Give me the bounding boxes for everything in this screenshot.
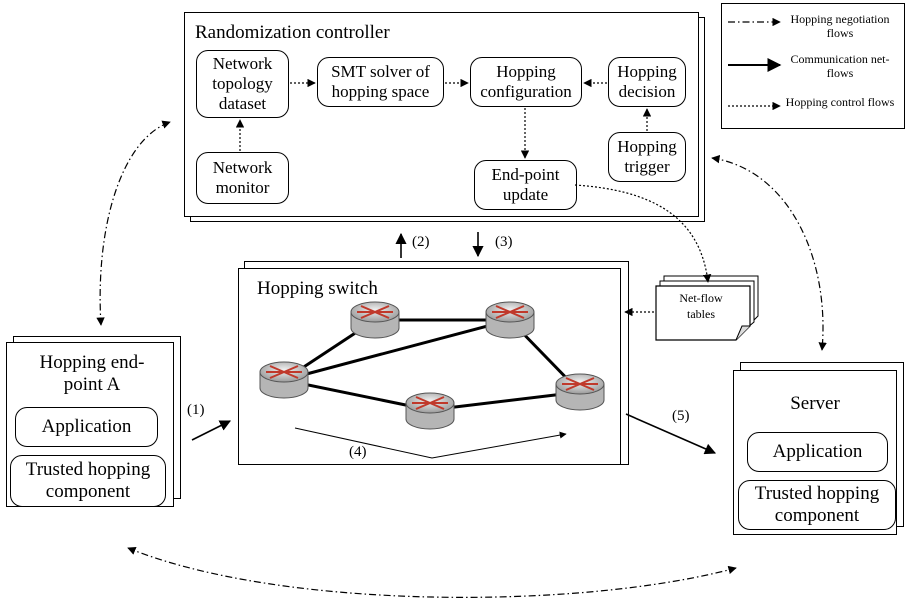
endpoint-a-application-box: Application [15, 407, 158, 447]
server-application-box: Application [747, 432, 888, 472]
step-5-label: (5) [672, 408, 690, 424]
step-5-arrow [625, 413, 717, 455]
controller-title: Randomization controller [195, 22, 390, 43]
hopping-decision-box: Hopping decision [608, 57, 686, 107]
router-icon [350, 301, 400, 339]
step-2-label: (2) [412, 234, 430, 250]
network-monitor-box: Network monitor [196, 152, 289, 204]
switch-title: Hopping switch [257, 278, 378, 299]
legend-control-label: Hopping control flows [785, 95, 895, 109]
network-topology-dataset-box: Network topology dataset [196, 50, 289, 118]
legend-negotiation-label: Hopping negotiation flows [790, 12, 890, 40]
router-icon [405, 392, 455, 430]
endpoint-a-controller-negotiation-arrow [96, 120, 171, 326]
update-to-netflow-arrow [574, 184, 712, 283]
server-title: Server [790, 393, 840, 414]
step-1-label: (1) [187, 402, 205, 418]
router-icon [259, 361, 309, 399]
step-4-label: (4) [349, 444, 367, 460]
step-3-label: (3) [495, 234, 513, 250]
endpoint-a-trusted-component-box: Trusted hopping component [10, 455, 166, 507]
end-point-update-box: End-point update [474, 160, 577, 210]
endpoint-a-server-negotiation-arrow [127, 546, 737, 598]
router-icon [555, 373, 605, 411]
smt-solver-box: SMT solver of hopping space [317, 57, 444, 107]
hopping-configuration-box: Hopping configuration [470, 57, 582, 107]
endpoint-a-title: Hopping end-point A [39, 352, 145, 395]
step-1-arrow [191, 420, 232, 441]
legend-communication-label: Communication net-flows [790, 52, 890, 80]
step-4-path-arrow [294, 427, 567, 459]
server-trusted-component-box: Trusted hopping component [738, 480, 896, 530]
hopping-trigger-box: Hopping trigger [608, 132, 686, 182]
server-controller-negotiation-arrow [711, 155, 827, 351]
router-icon [485, 301, 535, 339]
